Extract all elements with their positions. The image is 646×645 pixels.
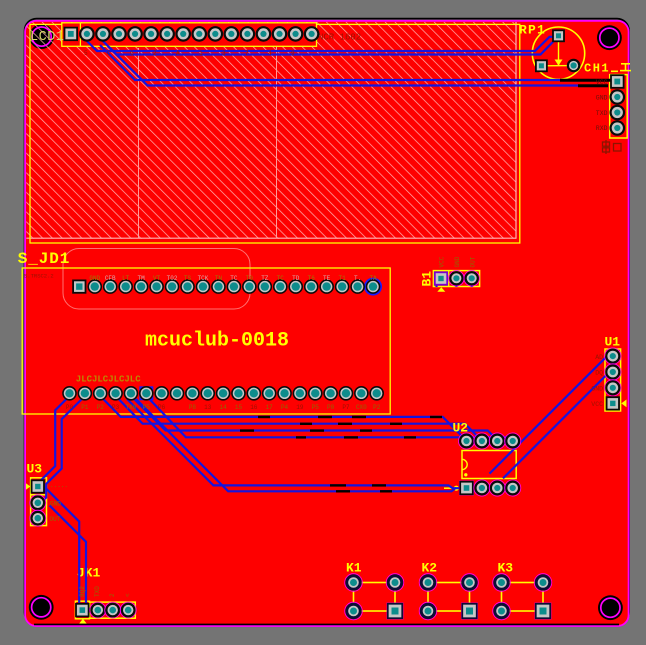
svg-text:VCC: VCC (591, 401, 603, 408)
svg-text:P5: P5 (143, 404, 151, 411)
svg-text:P7: P7 (342, 404, 350, 411)
svg-text:GND: GND (50, 501, 61, 508)
svg-text:TM: TM (138, 275, 146, 282)
svg-text:P6: P6 (158, 404, 166, 411)
svg-text:AD: AD (595, 354, 603, 361)
svg-text:A: A (176, 50, 180, 57)
svg-text:K3: K3 (498, 561, 514, 576)
svg-text:TS: TS (184, 275, 192, 282)
svg-text:K2: K2 (422, 561, 438, 576)
svg-text:7: 7 (245, 50, 249, 57)
svg-text:VT: VT (153, 275, 161, 282)
svg-text:RP1: RP1 (519, 23, 546, 38)
svg-text:TN: TN (215, 275, 223, 282)
svg-text:8Q2: 8Q2 (79, 586, 86, 597)
svg-text:TCK: TCK (198, 275, 209, 282)
svg-text:GND: GND (89, 275, 100, 282)
svg-text:P3: P3 (112, 404, 120, 411)
svg-text:P0: P0 (327, 404, 335, 411)
svg-text:P4: P4 (281, 404, 289, 411)
svg-text:C: C (107, 50, 111, 57)
svg-text:P5: P5 (312, 404, 320, 411)
svg-text:TE: TE (323, 275, 331, 282)
svg-text:GND: GND (596, 94, 608, 101)
svg-text:TC: TC (277, 275, 285, 282)
svg-text:TD: TD (292, 275, 300, 282)
svg-text:RXD: RXD (596, 125, 608, 132)
svg-text:TZ: TZ (261, 275, 269, 282)
svg-text:P2: P2 (97, 404, 105, 411)
svg-text:S.TRSC2.2: S.TRSC2.2 (24, 273, 54, 280)
svg-text:OUT: OUT (469, 256, 476, 267)
svg-text:TC: TC (230, 275, 238, 282)
svg-text:5: 5 (84, 50, 88, 57)
svg-text:13: 13 (204, 404, 212, 411)
svg-text:14: 14 (219, 404, 227, 411)
svg-text:2: 2 (109, 593, 116, 597)
svg-text:GND: GND (591, 385, 603, 392)
svg-text:VCC: VCC (439, 256, 446, 267)
svg-text:3: 3 (222, 50, 226, 57)
svg-text:CX0: CX0 (356, 404, 367, 411)
svg-text:9: 9 (291, 50, 295, 57)
svg-text:TA: TA (369, 275, 377, 282)
svg-text:JK1: JK1 (77, 566, 101, 581)
svg-text:TXD: TXD (94, 586, 101, 597)
svg-text:OUT: OUT (50, 516, 61, 523)
svg-text:U3: U3 (27, 462, 43, 477)
svg-text:6: 6 (130, 50, 134, 57)
svg-text:4: 4 (268, 50, 272, 57)
svg-text:16: 16 (250, 404, 258, 411)
svg-text:TXD: TXD (596, 110, 608, 117)
svg-text:U2: U2 (453, 421, 469, 436)
svg-text:<: < (125, 593, 132, 597)
svg-text:VCC: VCC (596, 79, 608, 86)
svg-text:LCD1: LCD1 (30, 30, 64, 45)
svg-text:T02: T02 (167, 275, 178, 282)
svg-text:JLCJLCJLCJLC: JLCJLCJLCJLC (76, 375, 141, 385)
svg-text:T.: T. (354, 275, 361, 282)
svg-text:GND: GND (454, 256, 461, 267)
svg-text:1: 1 (199, 50, 203, 57)
svg-text:17: 17 (266, 404, 274, 411)
svg-text:2: 2 (153, 50, 157, 57)
svg-text:T0: T0 (246, 275, 254, 282)
svg-text:P1: P1 (81, 404, 89, 411)
svg-text:S_JD1: S_JD1 (18, 250, 71, 268)
svg-text:P2: P2 (373, 404, 381, 411)
svg-text:T1: T1 (339, 275, 347, 282)
svg-text:CH1: CH1 (584, 62, 610, 76)
svg-text:15: 15 (235, 404, 243, 411)
svg-text:LT: LT (122, 275, 130, 282)
svg-text:·····: ····· (50, 484, 68, 491)
svg-text:P8: P8 (189, 404, 197, 411)
svg-text:T6: T6 (308, 275, 316, 282)
svg-text:DQ: DQ (595, 370, 603, 377)
svg-text:B1: B1 (420, 271, 435, 287)
svg-text:mcuclub-0018: mcuclub-0018 (145, 330, 289, 353)
svg-text:K1: K1 (346, 561, 362, 576)
svg-text:CFB: CFB (105, 275, 116, 282)
svg-text:19: 19 (296, 404, 304, 411)
svg-text:NCR 1602: NCR 1602 (318, 33, 361, 43)
svg-text:TX0: TX0 (126, 404, 137, 411)
svg-text:P0: P0 (66, 404, 74, 411)
svg-text:U1: U1 (605, 335, 621, 350)
